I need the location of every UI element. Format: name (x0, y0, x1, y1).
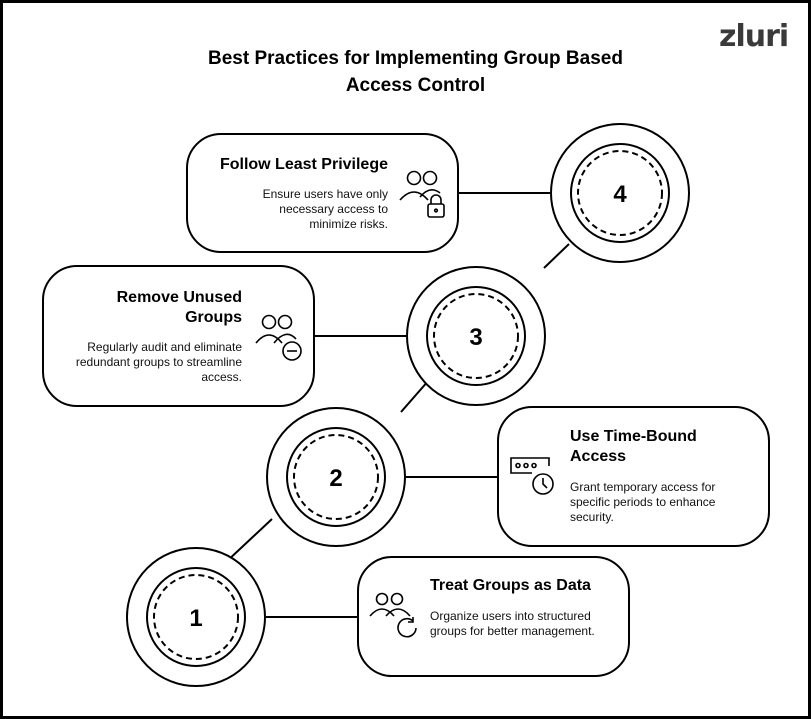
step-3-title: Remove Unused Groups (116, 289, 242, 326)
step-3-description: Regularly audit and eliminate redundant … (75, 340, 242, 384)
step-4-number: 4 (613, 181, 627, 208)
step-3-number: 3 (469, 324, 482, 351)
users-minus-icon (255, 314, 302, 361)
title-line-2: Access Control (345, 75, 486, 96)
zluri-logo: zluri (719, 19, 789, 54)
step-2-card (497, 406, 770, 547)
connector-1-2 (224, 518, 273, 564)
step-1-number: 1 (189, 605, 202, 632)
users-refresh-icon (369, 592, 417, 638)
step-2-circle: 2 (266, 407, 406, 547)
step-4-card (186, 133, 459, 253)
diagram-title: Best Practices for Implementing Group Ba… (143, 45, 688, 99)
users-lock-icon (399, 170, 445, 218)
step-2-description: Grant temporary access for specific peri… (570, 480, 716, 524)
step-2-number: 2 (329, 465, 342, 492)
step-2-title: Use Time-Bound Access (570, 428, 697, 465)
step-1-title: Treat Groups as Data (430, 577, 591, 594)
step-1-card (357, 556, 630, 677)
connector-3-4 (543, 243, 570, 269)
step-1-description: Organize users into structured groups fo… (430, 609, 595, 638)
step-4-circle: 4 (550, 123, 690, 263)
connector-2-3 (400, 379, 430, 413)
step-3-circle: 3 (406, 266, 546, 406)
password-clock-icon (510, 457, 554, 495)
step-3-card (42, 265, 315, 407)
step-1-circle: 1 (126, 547, 266, 687)
title-line-1: Best Practices for Implementing Group Ba… (208, 48, 623, 69)
step-4-title: Follow Least Privilege (219, 156, 388, 173)
step-4-description: Ensure users have only necessary access … (262, 187, 388, 231)
